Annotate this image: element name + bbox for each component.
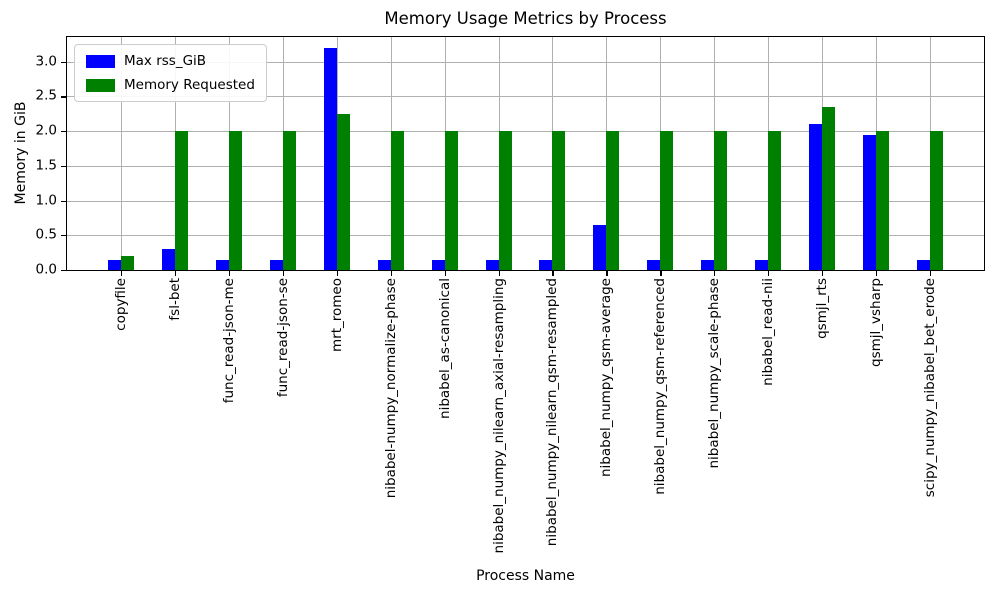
x-tick-label: qsmjl_vsharp [868, 278, 885, 367]
x-tick-label: nibabel-numpy_normalize-phase [382, 278, 399, 499]
bar-memory-requested [822, 106, 836, 270]
x-tick-mark [228, 271, 230, 276]
bar-max-rss-gib [431, 259, 445, 270]
bar-max-rss-gib [377, 259, 391, 270]
bar-max-rss-gib [755, 259, 769, 270]
bar-memory-requested [174, 131, 188, 270]
bar-memory-requested [714, 131, 728, 270]
bar-max-rss-gib [647, 259, 661, 270]
x-tick-label: nibabel_read-nii [760, 278, 777, 386]
x-tick-label: qsmjl_rts [814, 278, 831, 339]
x-tick-mark [660, 271, 662, 276]
x-axis-label: Process Name [476, 568, 575, 584]
x-tick-label: copyfile [112, 278, 129, 331]
x-tick-mark [498, 271, 500, 276]
legend-swatch-icon [86, 78, 115, 92]
x-tick-mark [822, 271, 824, 276]
bar-memory-requested [498, 131, 512, 270]
bar-max-rss-gib [269, 259, 283, 270]
y-axis-label: Memory in GiB [13, 101, 29, 205]
bar-memory-requested [552, 131, 566, 270]
x-tick-mark [444, 271, 446, 276]
bar-max-rss-gib [863, 134, 877, 270]
y-tick-label: 1.0 [35, 191, 57, 208]
bar-memory-requested [120, 256, 134, 270]
x-tick-mark [930, 271, 932, 276]
y-gridline [67, 131, 984, 133]
bar-memory-requested [660, 131, 674, 270]
x-tick-label: nibabel_numpy_scale-phase [706, 278, 723, 469]
y-tick-label: 1.5 [35, 157, 57, 174]
bar-memory-requested [876, 131, 890, 270]
y-gridline [67, 61, 984, 63]
y-gridline [67, 165, 984, 167]
bar-memory-requested [390, 131, 404, 270]
x-tick-mark [336, 271, 338, 276]
x-tick-mark [390, 271, 392, 276]
bar-max-rss-gib [701, 259, 715, 270]
bar-memory-requested [282, 131, 296, 270]
bar-memory-requested [768, 131, 782, 270]
x-tick-label: fsl-bet [166, 278, 183, 321]
y-gridline [67, 235, 984, 237]
bar-max-rss-gib [917, 259, 931, 270]
x-tick-label: func_read-json-me [220, 278, 237, 404]
x-tick-mark [282, 271, 284, 276]
chart-title: Memory Usage Metrics by Process [384, 9, 667, 28]
bar-memory-requested [444, 131, 458, 270]
y-tick-label: 0.5 [35, 226, 57, 243]
y-tick-label: 2.0 [35, 122, 57, 139]
y-tick-mark [61, 131, 66, 133]
y-tick-mark [61, 61, 66, 63]
x-tick-label: nibabel_numpy_qsm-average [598, 278, 615, 477]
legend-item: Memory Requested [86, 77, 255, 93]
bar-max-rss-gib [485, 259, 499, 270]
x-tick-label: nibabel_numpy_nilearn_axial-resampling [490, 278, 507, 554]
legend-item: Max rss_GiB [86, 53, 255, 69]
y-tick-label: 2.5 [35, 87, 57, 104]
bar-max-rss-gib [215, 259, 229, 270]
x-tick-label: scipy_numpy_nibabel_bet_erode [922, 278, 939, 498]
x-tick-label: nibabel_numpy_nilearn_qsm-resampled [544, 278, 561, 547]
legend-label: Max rss_GiB [124, 53, 207, 69]
bar-memory-requested [606, 131, 620, 270]
x-gridline [120, 37, 122, 270]
y-gridline [67, 96, 984, 98]
y-tick-mark [61, 270, 66, 272]
bar-max-rss-gib [539, 259, 553, 270]
legend: Max rss_GiB Memory Requested [74, 44, 267, 102]
x-tick-mark [120, 271, 123, 276]
bar-max-rss-gib [809, 124, 823, 270]
bar-max-rss-gib [161, 249, 175, 270]
y-tick-mark [61, 235, 66, 237]
legend-swatch-icon [86, 54, 115, 68]
x-tick-label: nibabel_as-canonical [436, 278, 453, 419]
bar-max-rss-gib [323, 47, 337, 270]
y-tick-mark [61, 200, 66, 202]
x-tick-mark [768, 271, 770, 276]
x-tick-mark [876, 271, 878, 276]
x-tick-label: func_read-json-se [274, 278, 291, 398]
y-tick-label: 3.0 [35, 53, 57, 70]
bar-memory-requested [930, 131, 944, 270]
bar-max-rss-gib [107, 259, 121, 270]
x-tick-mark [606, 271, 608, 276]
y-tick-label: 0.0 [35, 261, 57, 278]
x-tick-label: mrt_romeo [328, 278, 345, 352]
x-tick-mark [174, 271, 177, 276]
x-tick-mark [552, 271, 554, 276]
bar-memory-requested [336, 113, 350, 270]
x-tick-label: nibabel_numpy_qsm-referenced [652, 278, 669, 495]
bar-memory-requested [228, 131, 242, 270]
y-gridline [67, 200, 984, 202]
y-tick-mark [61, 96, 66, 98]
plot-area: Max rss_GiB Memory Requested [66, 36, 985, 271]
x-tick-mark [714, 271, 716, 276]
bar-max-rss-gib [593, 224, 607, 270]
y-tick-mark [61, 165, 66, 168]
legend-label: Memory Requested [124, 77, 255, 93]
